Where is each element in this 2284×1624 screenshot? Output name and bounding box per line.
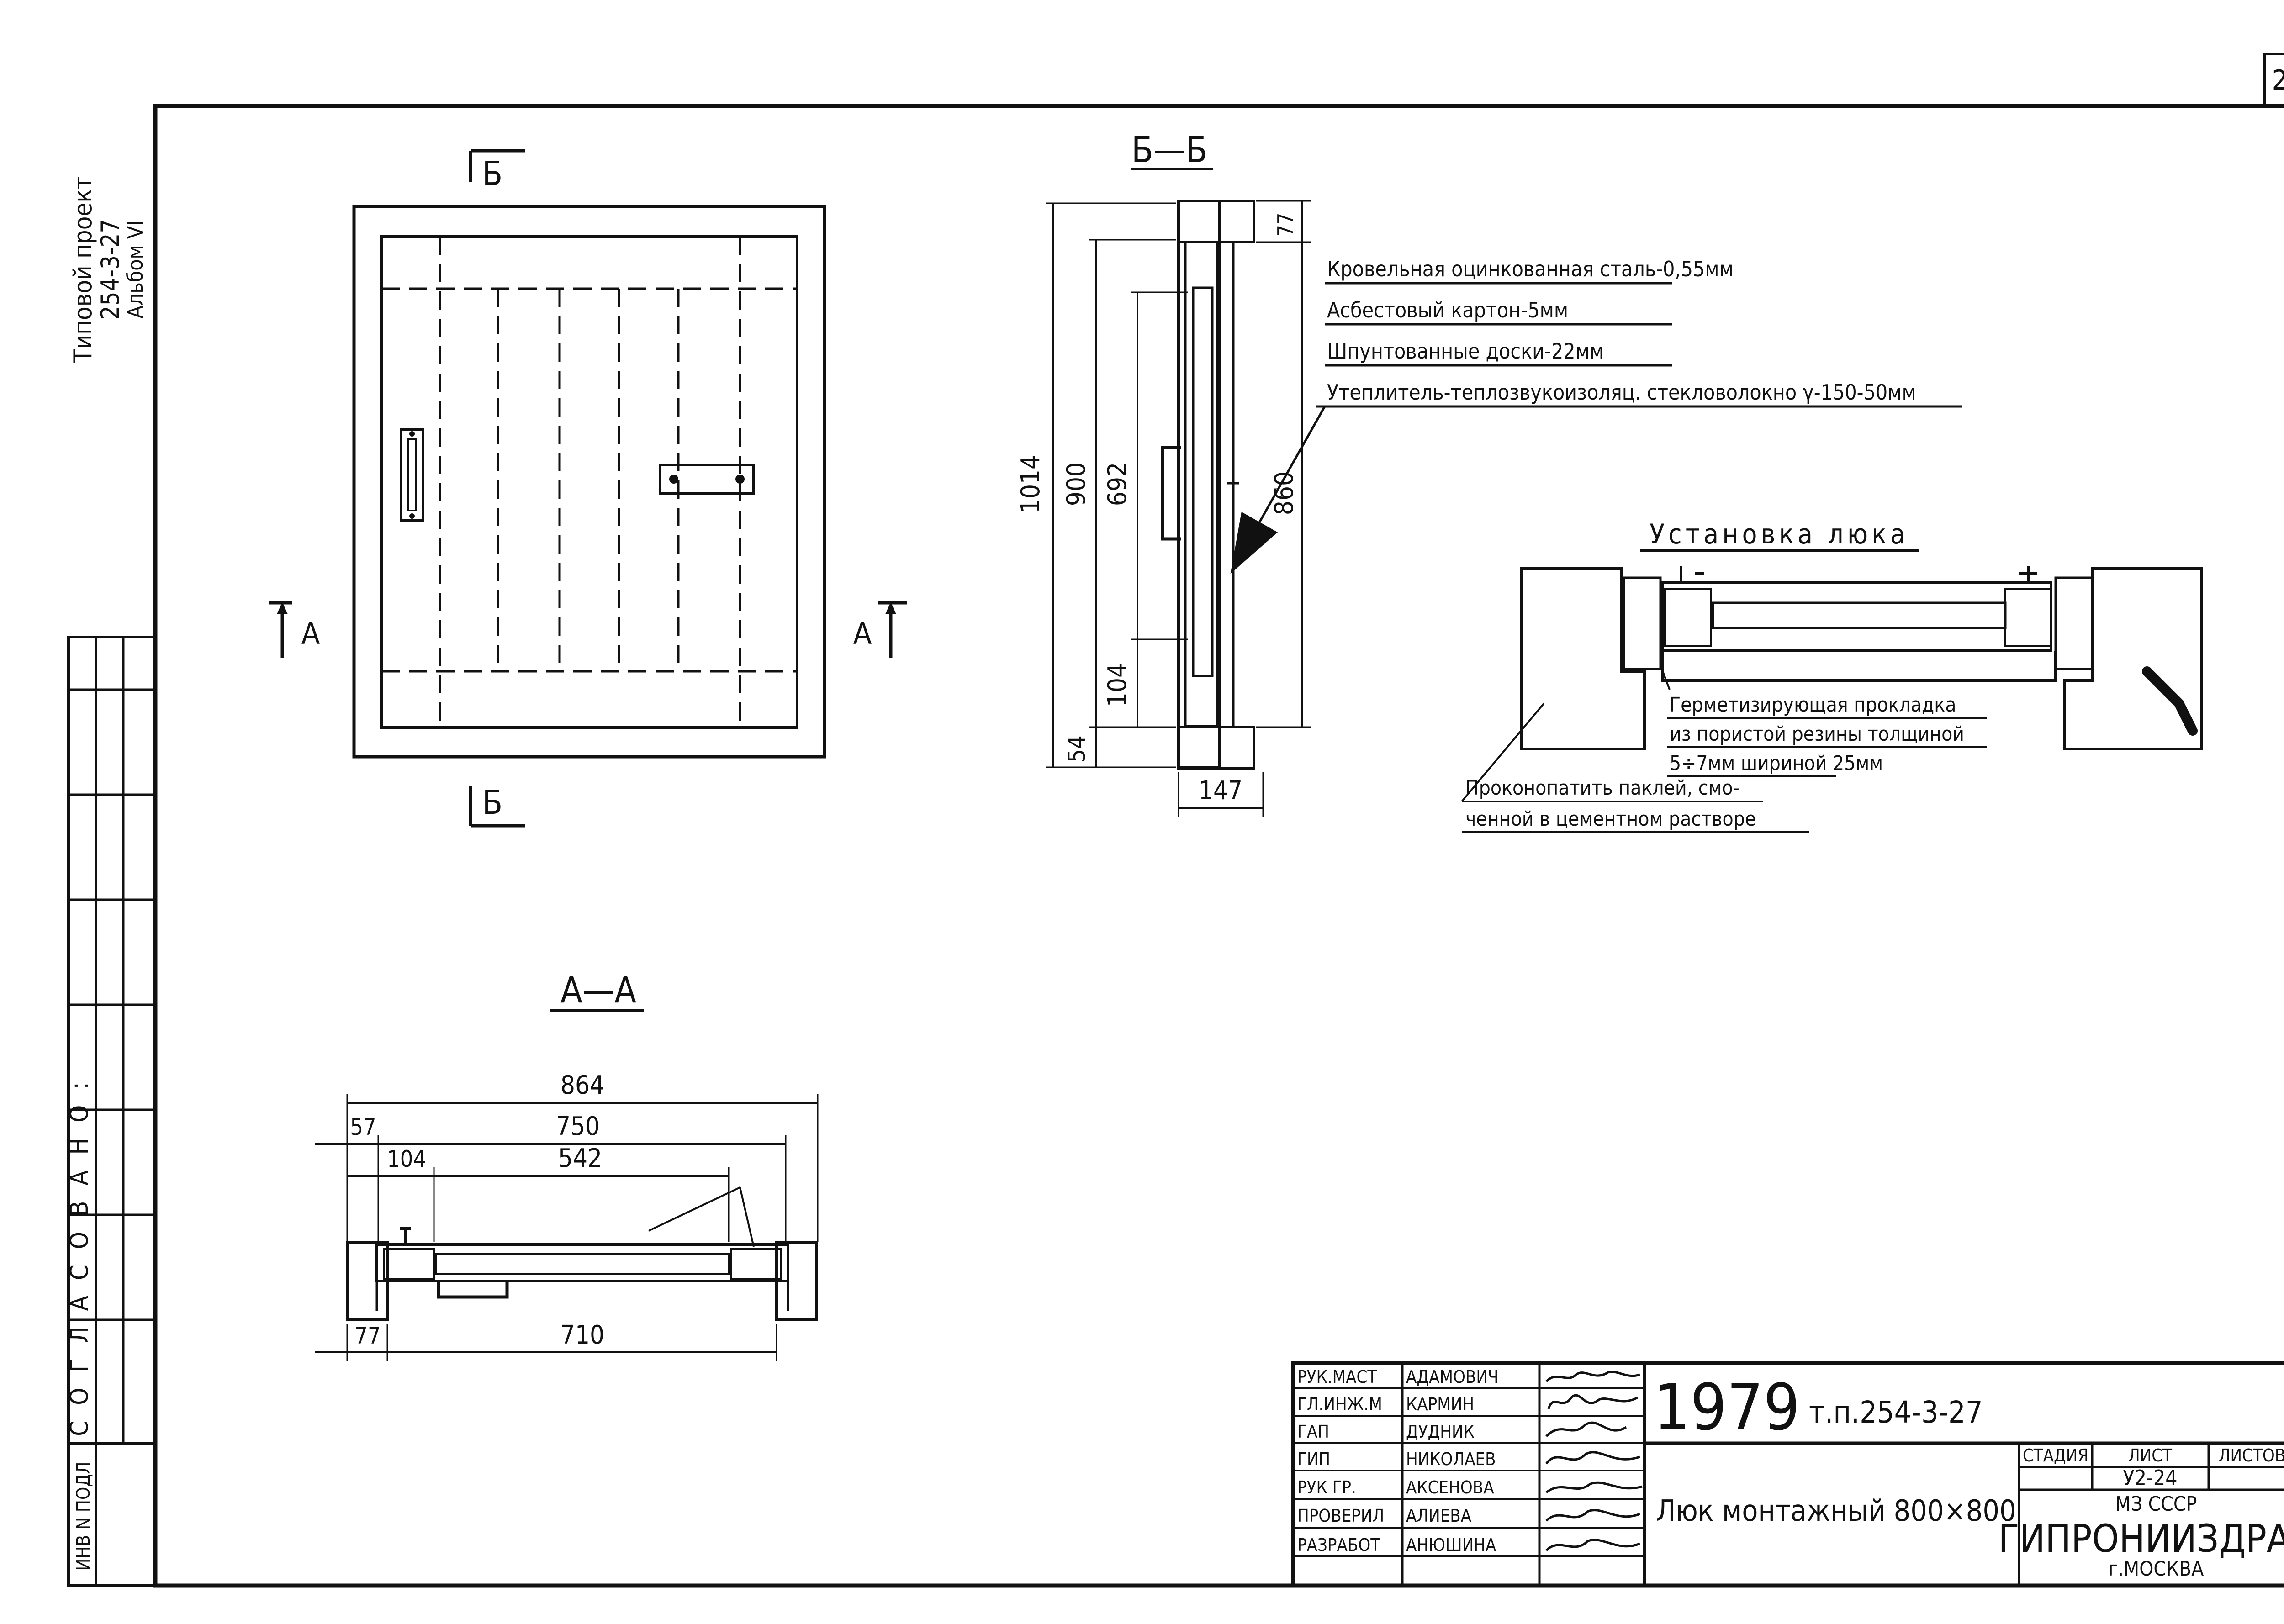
org-line-3: г.МОСКВА	[2109, 1557, 2204, 1581]
aa-leaf	[375, 1243, 789, 1282]
name-4: АКСЕНОВА	[1406, 1477, 1494, 1497]
section-bb-title: Б—Б	[1131, 130, 1207, 171]
slab-left	[1520, 567, 1646, 750]
dim-77-aa: 77	[354, 1323, 381, 1349]
dim-750: 750	[556, 1112, 600, 1141]
frame-bottom	[1177, 726, 1255, 770]
caulk-line-2: ченной в цементном растворе	[1465, 807, 1756, 831]
role-1: ГЛ.ИНЖ.М	[1297, 1394, 1382, 1414]
dim-1014: 1014	[1016, 455, 1046, 513]
stage-header: СТАДИЯ	[2023, 1445, 2088, 1466]
inst-frame-left	[1623, 576, 1662, 670]
dim-542: 542	[558, 1144, 602, 1173]
frame-top	[1177, 200, 1255, 243]
section-aa: А—А 864 57 750 104 542 77 710	[315, 970, 819, 1361]
dim-692: 692	[1103, 462, 1132, 506]
layer-callouts: Кровельная оцинкованная сталь-0,55мм Асб…	[1230, 257, 1962, 574]
role-4: РУК ГР.	[1297, 1477, 1356, 1497]
name-3: НИКОЛАЕВ	[1406, 1449, 1496, 1469]
insulation-layer	[1192, 286, 1214, 677]
name-2: ДУДНИК	[1406, 1422, 1475, 1442]
dim-900: 900	[1062, 462, 1091, 506]
svg-text:А: А	[301, 616, 320, 651]
name-5: АЛИЕВА	[1406, 1506, 1472, 1526]
gasket-line-3: 5÷7мм шириной 25мм	[1670, 752, 1883, 775]
cut-marker-b-bottom: Б	[469, 783, 525, 828]
svg-text:Б: Б	[482, 154, 502, 193]
layer-4: Утеплитель-теплозвукоизоляц. стекловолок…	[1327, 380, 1916, 405]
leaf-edge	[1184, 241, 1219, 728]
role-3: ГИП	[1297, 1449, 1330, 1469]
dim-77: 77	[1273, 213, 1298, 237]
org-line-1: МЗ СССР	[2115, 1492, 2197, 1516]
hatch-frame-outer	[352, 205, 826, 759]
gasket-line-1: Герметизирующая прокладка	[1670, 693, 1956, 717]
org-line-2: ГИПРОНИИЗДРАВ	[1998, 1516, 2284, 1561]
sealant-cord	[2142, 666, 2198, 736]
name-0: АДАМОВИЧ	[1406, 1367, 1498, 1387]
plan-view: Б Б А А	[269, 149, 907, 828]
inst-insulation	[1712, 601, 2007, 629]
role-2: ГАП	[1297, 1422, 1329, 1442]
signatures	[1545, 1371, 1643, 1551]
layer-3: Шпунтованные доски-22мм	[1327, 339, 1604, 364]
name-6: АНЮШИНА	[1406, 1535, 1496, 1555]
title-roles: РУК.МАСТ АДАМОВИЧ ГЛ.ИНЖ.М КАРМИН ГАП ДУ…	[1297, 1367, 1498, 1555]
title-block: РУК.МАСТ АДАМОВИЧ ГЛ.ИНЖ.М КАРМИН ГАП ДУ…	[1291, 1361, 2284, 1587]
drawing-title: Люк монтажный 800×800	[1656, 1494, 2016, 1528]
cut-marker-b-top: Б	[469, 149, 525, 193]
project-code: т.п.254-3-27	[1809, 1395, 1983, 1430]
page-number-box	[2263, 53, 2284, 106]
dim-710: 710	[560, 1320, 604, 1350]
dim-57: 57	[350, 1114, 376, 1140]
inst-frame-right	[2054, 576, 2094, 670]
role-6: РАЗРАБОТ	[1297, 1535, 1380, 1555]
title-year: 1979	[1654, 1371, 1800, 1445]
aa-handle	[437, 1281, 509, 1299]
cut-marker-a-right: А	[853, 601, 907, 658]
layer-2: Асбестовый картон-5мм	[1327, 298, 1568, 322]
approval-strip: СОГЛАСОВАНО: ИНВ N ПОДЛ	[65, 636, 157, 1587]
svg-text:А: А	[853, 616, 872, 651]
dim-864: 864	[560, 1070, 604, 1100]
dim-104: 104	[1103, 663, 1132, 707]
project-line-3: Альбом VI	[123, 221, 148, 319]
cut-marker-a-left: А	[269, 601, 320, 658]
dim-147: 147	[1199, 776, 1242, 806]
aa-insulation	[435, 1253, 730, 1275]
project-line-1: Типовой проект	[69, 176, 97, 363]
gasket-line-2: из пористой резины толщиной	[1670, 722, 1964, 746]
inst-leaf	[1661, 581, 2052, 652]
dim-54: 54	[1063, 735, 1091, 763]
handle-profile	[1161, 446, 1181, 541]
section-aa-title: А—А	[560, 970, 636, 1011]
latch-plate-icon	[659, 464, 755, 495]
role-0: РУК.МАСТ	[1297, 1367, 1377, 1387]
installation-title: Установка люка	[1650, 518, 1909, 550]
sheet-value: У2-24	[2123, 1466, 2177, 1490]
dim-104-aa: 104	[387, 1146, 426, 1172]
caulk-line-1: Проконопатить паклей, смо-	[1465, 776, 1739, 800]
project-label: Типовой проект 254-3-27 Альбом VI	[69, 176, 148, 363]
hatch-leaf	[380, 235, 798, 729]
inv-label: ИНВ N ПОДЛ	[73, 1461, 94, 1571]
role-5: ПРОВЕРИЛ	[1297, 1506, 1384, 1526]
project-line-2: 254-3-27	[96, 219, 125, 320]
name-1: КАРМИН	[1406, 1394, 1474, 1414]
sheet-header: ЛИСТ	[2128, 1445, 2172, 1466]
page-number: 28	[2272, 64, 2284, 96]
handle-icon	[400, 428, 424, 522]
agreed-label: СОГЛАСОВАНО:	[65, 1066, 94, 1436]
slab-right	[2063, 567, 2203, 750]
section-bb: Б—Б 1014 900 692 104 54 86	[1016, 130, 1311, 817]
installation-detail: Установка люка Герметизирующая прокладка…	[1461, 518, 2203, 833]
sheets-header: ЛИСТОВ	[2219, 1445, 2284, 1466]
svg-text:Б: Б	[482, 783, 502, 822]
layer-1: Кровельная оцинкованная сталь-0,55мм	[1327, 257, 1734, 281]
